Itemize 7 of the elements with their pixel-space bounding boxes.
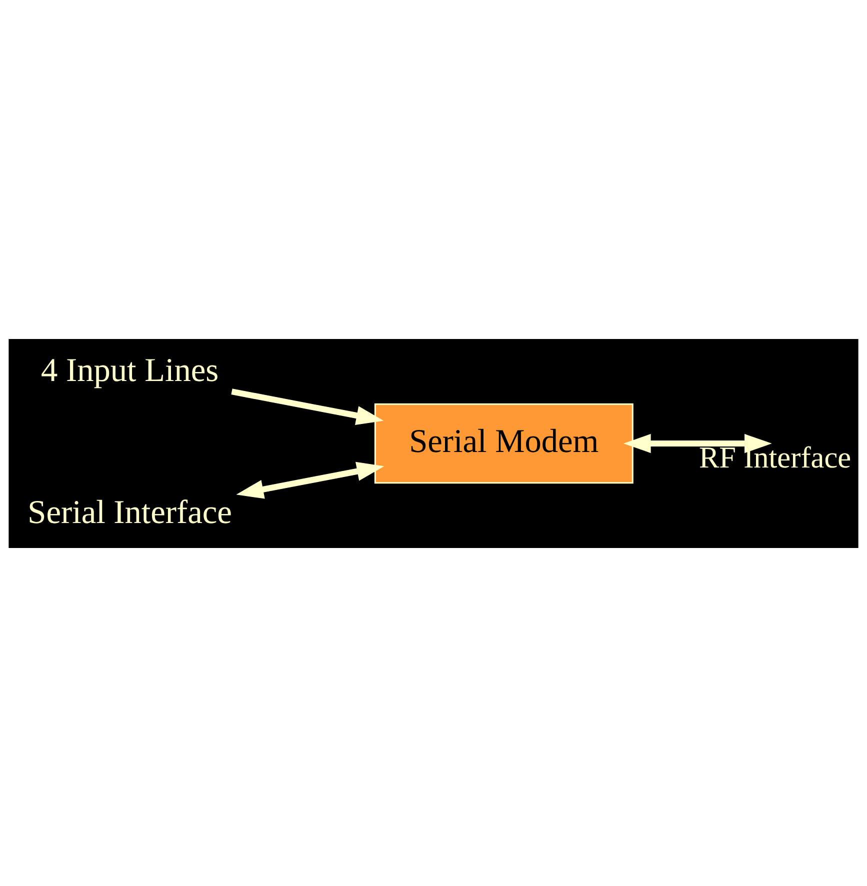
node-box: Serial Modem [374,402,634,484]
node-text: Serial Interface [28,494,232,531]
arrow [623,433,772,453]
arrow [231,388,384,424]
edge-label: RF Interface [698,440,852,474]
node-text: 4 Input Lines [41,351,219,388]
arrow [236,461,384,498]
